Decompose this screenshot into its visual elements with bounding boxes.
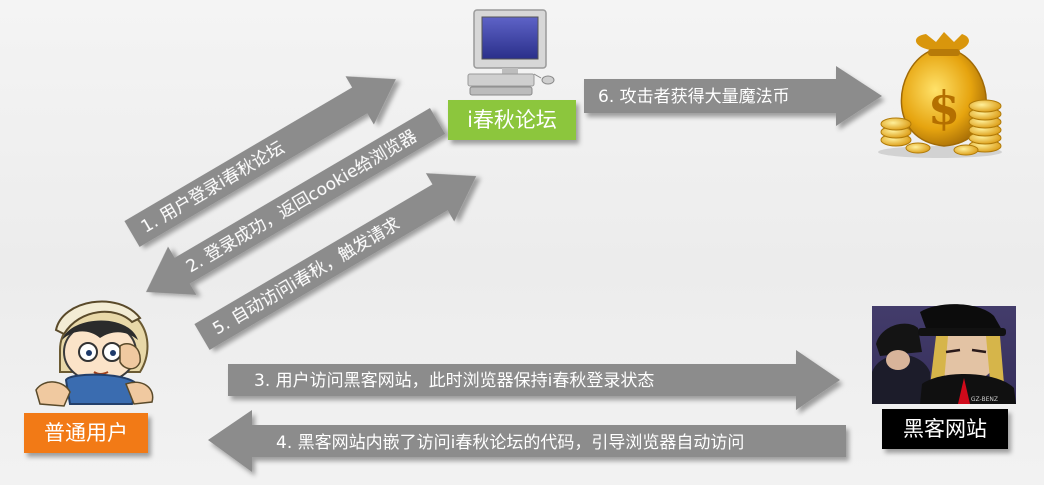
arrow-step-4-label: 4. 黑客网站内嵌了访问i春秋论坛的代码，引导浏览器自动访问: [276, 433, 744, 453]
svg-text:$: $: [928, 81, 960, 135]
arrow-step-6-label: 6. 攻击者获得大量魔法币: [598, 87, 790, 107]
user-label-box: 普通用户: [24, 413, 148, 453]
hacker-label: 黑客网站: [903, 417, 987, 441]
hacker-label-box: 黑客网站: [882, 409, 1008, 449]
arrow-step-3: 3. 用户访问黑客网站，此时浏览器保持i春秋登录状态: [228, 350, 840, 410]
user-label: 普通用户: [44, 421, 128, 445]
server-label-box: i春秋论坛: [448, 100, 576, 140]
arrow-step-6: 6. 攻击者获得大量魔法币: [584, 66, 882, 126]
money-bag-icon: $: [878, 32, 1002, 158]
arrow-step-3-label: 3. 用户访问黑客网站，此时浏览器保持i春秋登录状态: [254, 371, 654, 391]
server-label: i春秋论坛: [467, 108, 557, 132]
arrow-step-4: 4. 黑客网站内嵌了访问i春秋论坛的代码，引导浏览器自动访问: [208, 410, 846, 472]
svg-text:GZ-BENZ: GZ-BENZ: [971, 396, 998, 403]
hacker-cartoon-icon: GZ-BENZ: [872, 304, 1016, 404]
computer-icon: [467, 9, 555, 96]
user-cartoon-icon: [35, 300, 154, 407]
